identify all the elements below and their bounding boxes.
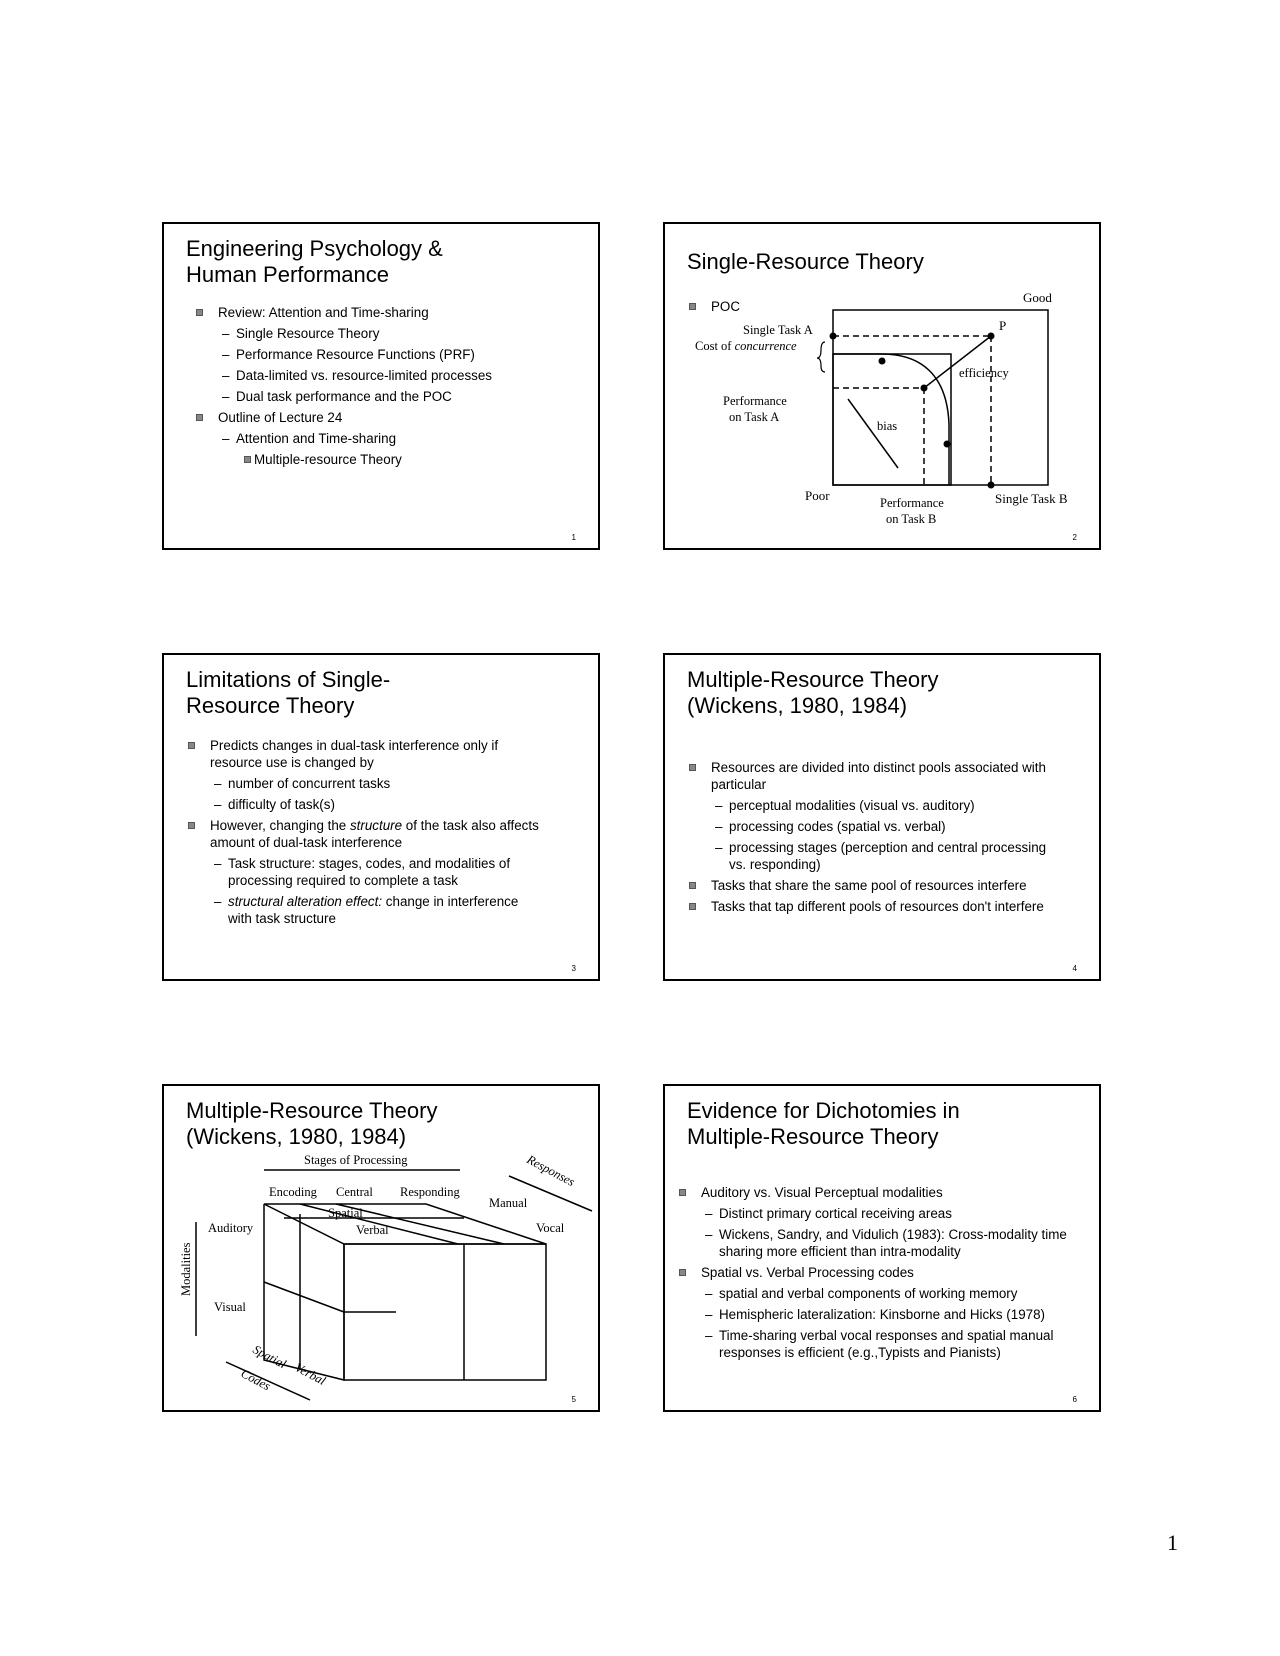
bullet-item: Tasks that share the same pool of resour… bbox=[685, 877, 1055, 894]
bullet-item: –Distinct primary cortical receiving are… bbox=[705, 1206, 952, 1221]
slide-number: 4 bbox=[1072, 964, 1077, 973]
perf-b-label: Performance bbox=[880, 496, 944, 510]
vocal-label: Vocal bbox=[536, 1221, 565, 1235]
slide-title: Limitations of Single-Resource Theory bbox=[186, 667, 391, 718]
verbal-bottom-label: Verbal bbox=[293, 1360, 329, 1388]
verbal-top-label: Verbal bbox=[356, 1223, 389, 1237]
bullet-item: –number of concurrent tasks bbox=[214, 776, 391, 791]
bullet-item: Spatial vs. Verbal Processing codes bbox=[675, 1264, 1085, 1281]
slide-number: 5 bbox=[571, 1395, 576, 1404]
slide-5: Multiple-Resource Theory(Wickens, 1980, … bbox=[162, 1084, 600, 1412]
poc-curve bbox=[833, 353, 950, 485]
bias-line bbox=[847, 398, 899, 469]
bullet-item: Outline of Lecture 24 bbox=[192, 409, 592, 426]
bullet-item: –Performance Resource Functions (PRF) bbox=[222, 347, 475, 362]
perf-a-label: Performance bbox=[723, 394, 787, 408]
bullet-item: –Time-sharing verbal vocal responses and… bbox=[705, 1328, 1054, 1360]
bullet-item: –Single Resource Theory bbox=[222, 326, 380, 341]
bullet-item: –Data-limited vs. resource-limited proce… bbox=[222, 368, 492, 383]
slide-title: Engineering Psychology &Human Performanc… bbox=[186, 236, 443, 287]
auditory-label: Auditory bbox=[208, 1221, 254, 1235]
bullet-item: However, changing the structure of the t… bbox=[184, 817, 544, 851]
bullet-item: Review: Attention and Time-sharing bbox=[192, 304, 592, 321]
bias-label: bias bbox=[877, 419, 897, 433]
responding-label: Responding bbox=[400, 1185, 460, 1199]
modalities-label: Modalities bbox=[179, 1242, 193, 1296]
slide-title: Single-Resource Theory bbox=[687, 249, 924, 274]
good-label: Good bbox=[1023, 290, 1052, 305]
single-task-b-label: Single Task B bbox=[995, 491, 1068, 506]
efficiency-line bbox=[923, 335, 992, 389]
poc-diagram: Good P Single Task A Cost of concurrence… bbox=[695, 290, 1068, 526]
svg-text:on Task B: on Task B bbox=[886, 512, 936, 526]
bullet-item: Resources are divided into distinct pool… bbox=[685, 759, 1055, 793]
bullet-item: –Attention and Time-sharing bbox=[222, 431, 397, 446]
efficiency-label: efficiency bbox=[959, 366, 1009, 380]
bullet-item: Predicts changes in dual-task interferen… bbox=[184, 737, 544, 771]
slide-1: Engineering Psychology &Human Performanc… bbox=[162, 222, 600, 550]
slide-4: Multiple-Resource Theory(Wickens, 1980, … bbox=[663, 653, 1101, 981]
slide-title: Multiple-Resource Theory(Wickens, 1980, … bbox=[687, 667, 939, 718]
poor-label: Poor bbox=[805, 488, 830, 503]
encoding-label: Encoding bbox=[269, 1185, 318, 1199]
bullet-item: –Dual task performance and the POC bbox=[222, 389, 452, 404]
bullet-item: –structural alteration effect: change in… bbox=[214, 894, 519, 926]
bullet-list: Review: Attention and Time-sharing –Sing… bbox=[192, 300, 592, 468]
p-label: P bbox=[999, 318, 1006, 333]
bullet-item: –Hemispheric lateralization: Kinsborne a… bbox=[705, 1307, 1045, 1322]
bullet-item: –perceptual modalities (visual vs. audit… bbox=[715, 798, 975, 813]
bullet-item: –processing codes (spatial vs. verbal) bbox=[715, 819, 946, 834]
bullet-list: Predicts changes in dual-task interferen… bbox=[184, 733, 544, 927]
spatial-top-label: Spatial bbox=[328, 1206, 363, 1220]
bullet-item: Tasks that tap different pools of resour… bbox=[685, 898, 1055, 915]
bullet-item: Auditory vs. Visual Perceptual modalitie… bbox=[675, 1184, 1085, 1201]
slide-2: Single-Resource Theory POC Good P Single… bbox=[663, 222, 1101, 550]
svg-text:on Task A: on Task A bbox=[729, 410, 779, 424]
stages-label: Stages of Processing bbox=[304, 1153, 408, 1167]
bullet-list: POC bbox=[685, 294, 785, 315]
cost-of-concurrence-label: Cost of concurrence bbox=[695, 339, 797, 353]
bullet-item: –Wickens, Sandry, and Vidulich (1983): C… bbox=[705, 1227, 1067, 1259]
responses-label: Responses bbox=[524, 1152, 578, 1189]
slide-number: 2 bbox=[1072, 533, 1077, 542]
bullet-item: –spatial and verbal components of workin… bbox=[705, 1286, 1018, 1301]
bullet-list: Resources are divided into distinct pool… bbox=[685, 755, 1055, 915]
slide-3: Limitations of Single-Resource Theory Pr… bbox=[162, 653, 600, 981]
spatial-bottom-label: Spatial bbox=[251, 1342, 289, 1371]
single-task-a-label: Single Task A bbox=[743, 323, 813, 337]
bullet-item: POC bbox=[685, 298, 785, 315]
bullet-item: –processing stages (perception and centr… bbox=[715, 840, 1047, 872]
slide-number: 6 bbox=[1072, 1395, 1077, 1404]
page-number: 1 bbox=[1167, 1530, 1178, 1555]
bullet-item: Multiple-resource Theory bbox=[192, 451, 592, 468]
central-label: Central bbox=[336, 1185, 373, 1199]
resource-cube-diagram: Stages of Processing Encoding Central Re… bbox=[179, 1152, 593, 1401]
bullet-item: –Task structure: stages, codes, and moda… bbox=[214, 856, 511, 888]
slide-number: 3 bbox=[571, 964, 576, 973]
manual-label: Manual bbox=[489, 1196, 528, 1210]
slide-number: 1 bbox=[571, 533, 576, 542]
slide-title: Multiple-Resource Theory(Wickens, 1980, … bbox=[186, 1098, 438, 1149]
bullet-list: Auditory vs. Visual Perceptual modalitie… bbox=[675, 1180, 1085, 1361]
visual-label: Visual bbox=[214, 1300, 246, 1314]
bullet-item: –difficulty of task(s) bbox=[214, 797, 335, 812]
